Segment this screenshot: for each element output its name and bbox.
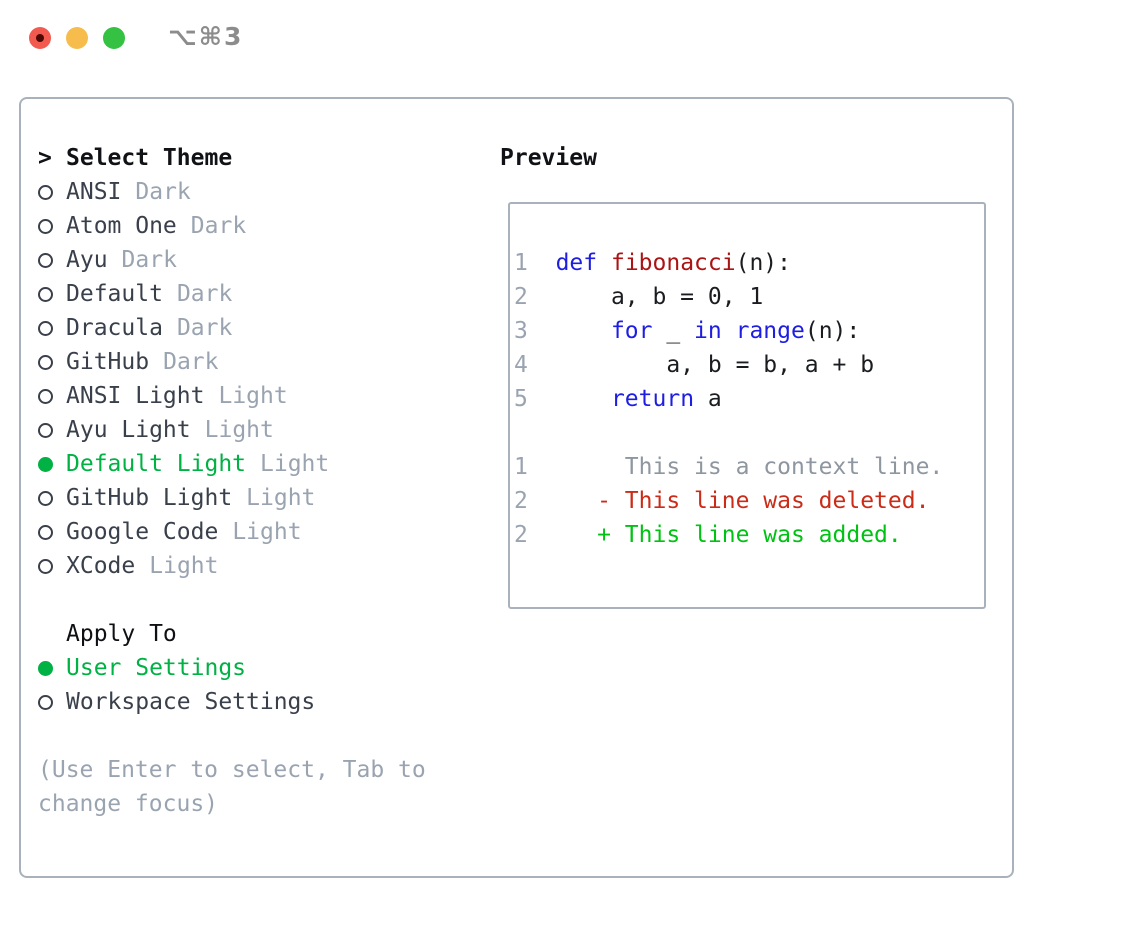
theme-variant: Dark (190, 213, 247, 239)
radio-icon (38, 185, 53, 200)
apply-option-workspace-settings[interactable]: Workspace Settings (38, 685, 426, 719)
theme-variant: Light (218, 383, 288, 409)
theme-variant: Light (204, 417, 274, 443)
apply-option-user-settings[interactable]: User Settings (38, 651, 426, 685)
radio-icon (38, 321, 53, 336)
radio-icon (38, 695, 53, 710)
radio-icon (38, 219, 53, 234)
radio-icon (38, 525, 53, 540)
diff-deleted-line: 2 - This line was deleted. (514, 488, 930, 514)
theme-variant: Light (149, 553, 219, 579)
radio-selected-icon (38, 661, 53, 676)
caret-icon: > (38, 145, 52, 171)
theme-variant: Dark (163, 349, 219, 375)
diff-added-line: 2 + This line was added. (514, 522, 902, 548)
window-close-button[interactable] (29, 27, 51, 49)
preview-header: Preview (500, 145, 597, 171)
theme-variant: Dark (135, 179, 191, 205)
theme-variant: Dark (176, 315, 233, 341)
theme-preview-box: 1 def fibonacci(n): 2 a, b = 0, 1 3 for … (508, 202, 986, 609)
radio-icon (38, 491, 53, 506)
apply-to-label: Apply To (66, 621, 177, 647)
theme-variant: Light (260, 451, 330, 477)
select-theme-header: > Select Theme (38, 141, 426, 175)
radio-icon (38, 389, 53, 404)
keyboard-hint-line-2: change focus) (38, 791, 219, 817)
radio-icon (38, 559, 53, 574)
radio-icon (38, 355, 53, 370)
code-line-4: 4 a, b = b, a + b (514, 352, 875, 378)
theme-variant: Light (232, 519, 302, 545)
window-title: ⌥⌘3 (168, 22, 244, 51)
code-line-1: 1 def fibonacci(n): (514, 250, 791, 276)
radio-icon (38, 253, 53, 268)
window-zoom-button[interactable] (103, 27, 125, 49)
blank-line (514, 416, 984, 450)
theme-variant: Light (246, 485, 316, 511)
radio-icon (38, 287, 53, 302)
theme-variant: Dark (121, 247, 177, 273)
theme-variant: Dark (176, 281, 233, 307)
radio-selected-icon (38, 457, 53, 472)
radio-icon (38, 423, 53, 438)
code-line-5: 5 return a (514, 386, 722, 412)
window-minimize-button[interactable] (66, 27, 88, 49)
spacer-row (38, 583, 426, 617)
code-line-2: 2 a, b = 0, 1 (514, 284, 764, 310)
diff-context-line: 1 This is a context line. (514, 454, 944, 480)
code-line-3: 3 for _ in range(n): (514, 318, 861, 344)
spacer-row (38, 719, 426, 753)
apply-to-header: Apply To (38, 617, 426, 651)
keyboard-hint-line-1: (Use Enter to select, Tab to (38, 757, 426, 783)
select-theme-label: Select Theme (66, 145, 233, 171)
